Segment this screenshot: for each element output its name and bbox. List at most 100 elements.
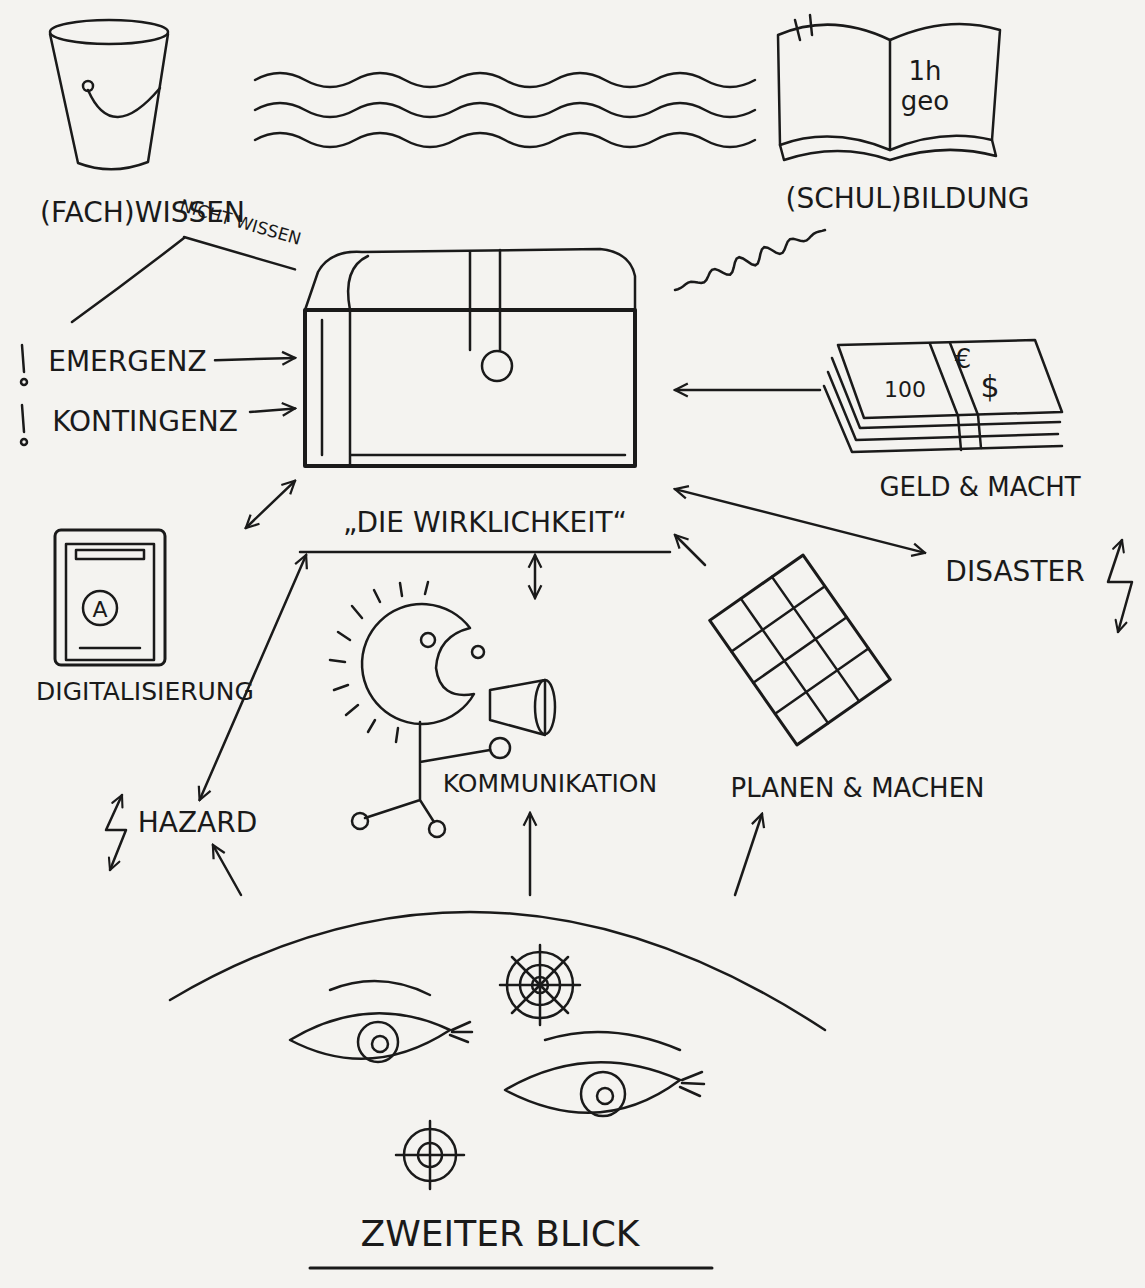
- speaker-figure: [490, 738, 510, 758]
- money-stack: [828, 372, 1058, 440]
- bucket-icon: [50, 20, 168, 169]
- tablet-icon: [55, 530, 165, 665]
- node-text: €: [948, 345, 978, 375]
- money-stack: [958, 415, 981, 450]
- exclamation-mark: [21, 439, 27, 445]
- lightning-arrow: [1108, 540, 1132, 632]
- node-text: KONTINGENZ: [40, 406, 250, 438]
- eyes-hill: [170, 912, 825, 1189]
- node-text: KOMMUNIKATION: [425, 770, 675, 799]
- wave-lines: [255, 73, 755, 147]
- wave-lines: [255, 73, 755, 87]
- node-text: DISASTER: [925, 556, 1105, 588]
- eyes-hill: [597, 1088, 613, 1104]
- exclamation-mark: [21, 379, 27, 385]
- book-icon: [780, 140, 996, 160]
- arrow-connector: [246, 481, 295, 528]
- wavy-connector: [675, 230, 825, 290]
- treasure-chest: [322, 310, 625, 466]
- speaker-figure: [330, 582, 428, 742]
- treasure-chest: [305, 249, 635, 310]
- treasure-chest: [305, 310, 635, 466]
- money-stack: [824, 340, 1062, 452]
- money-node: 100€$GELD & MACHT: [820, 335, 1100, 510]
- node-text: A: [80, 597, 120, 622]
- speaker-figure: [472, 646, 484, 658]
- bucket-icon: [88, 88, 160, 117]
- eyes-hill: [396, 1121, 464, 1189]
- eyes-hill: [520, 965, 560, 1005]
- speaker-node: KOMMUNIKATION: [330, 598, 675, 813]
- speaker-figure: [490, 680, 545, 735]
- node-text: (SCHUL)BILDUNG: [765, 183, 1050, 215]
- arrow-connector: [529, 813, 532, 895]
- planning-grid: [710, 555, 891, 745]
- eyes-hill: [418, 1143, 442, 1167]
- eyes-hill: [358, 1022, 398, 1062]
- wave-lines: [255, 103, 755, 117]
- arrow-connector: [534, 555, 537, 598]
- tablet-icon: [76, 550, 144, 559]
- wave-lines: [255, 133, 755, 147]
- arrow-connector: [250, 408, 295, 412]
- underline: [310, 1267, 712, 1270]
- node-text: EMERGENZ: [40, 346, 215, 378]
- exclamation-mark: [21, 345, 27, 445]
- money-stack: [832, 358, 1060, 428]
- node-text: „DIE WIRKLICHKEIT“: [295, 507, 675, 539]
- treasure-chest: [348, 256, 368, 310]
- book-node: 1h geo(SCHUL)BILDUNG: [765, 5, 1050, 230]
- bucket-icon: [50, 34, 168, 169]
- eyes-hill: [404, 1129, 456, 1181]
- lightning-arrow: [106, 540, 1132, 870]
- tablet-icon: [66, 544, 154, 660]
- nicht-wissen-leg: [72, 238, 184, 322]
- eyes-node: ZWEITER BLICK: [170, 895, 830, 1275]
- book-icon: [778, 25, 890, 150]
- bucket-icon: [50, 20, 168, 44]
- underline: [300, 552, 712, 1268]
- eyes-hill: [680, 1072, 704, 1096]
- exclamation-mark: [22, 405, 24, 432]
- eyes-hill: [170, 912, 825, 1030]
- eyes-hill: [507, 952, 573, 1018]
- tablet-icon: [80, 647, 140, 650]
- term-node: HAZARD: [130, 800, 265, 845]
- term-node: DISASTER: [925, 548, 1105, 596]
- treasure-chest: [482, 351, 512, 381]
- node-text: ZWEITER BLICK: [310, 1213, 690, 1254]
- arrow-connector: [675, 535, 705, 565]
- underline: [300, 551, 670, 554]
- treasure-chest: [305, 249, 635, 466]
- node-text: PLANEN & MACHEN: [705, 774, 1010, 804]
- eyes-hill: [505, 1062, 680, 1113]
- arrow-connector: [675, 389, 820, 392]
- node-text: GELD & MACHT: [860, 473, 1100, 503]
- exclamation-mark: [22, 345, 24, 372]
- money-stack: [838, 340, 1062, 418]
- planning-grid: [710, 555, 891, 745]
- arrow-connector: [213, 845, 241, 895]
- speaker-figure: [362, 604, 474, 724]
- book-icon: [795, 15, 812, 40]
- treasure-chest: [470, 250, 500, 350]
- eyes-hill: [330, 981, 430, 995]
- node-text: 100: [875, 377, 935, 402]
- bucket-icon: [83, 81, 93, 91]
- node-text: HAZARD: [130, 807, 265, 839]
- planning-node: PLANEN & MACHEN: [705, 560, 1010, 814]
- arrow-connector: [735, 814, 762, 895]
- tablet-icon: [55, 530, 165, 665]
- nicht-wissen-leg: [72, 238, 184, 322]
- eyes-hill: [532, 977, 548, 993]
- arrow-connector: [215, 358, 295, 360]
- money-stack: [824, 386, 1062, 452]
- speaker-figure: [330, 582, 555, 837]
- eyes-hill: [290, 1013, 450, 1059]
- eyes-hill: [545, 1032, 680, 1050]
- speaker-figure: [421, 633, 435, 647]
- node-text: DIGITALISIERUNG: [10, 678, 280, 707]
- term-node: EMERGENZ: [40, 340, 215, 385]
- bucket-node: (FACH)WISSEN: [20, 5, 265, 237]
